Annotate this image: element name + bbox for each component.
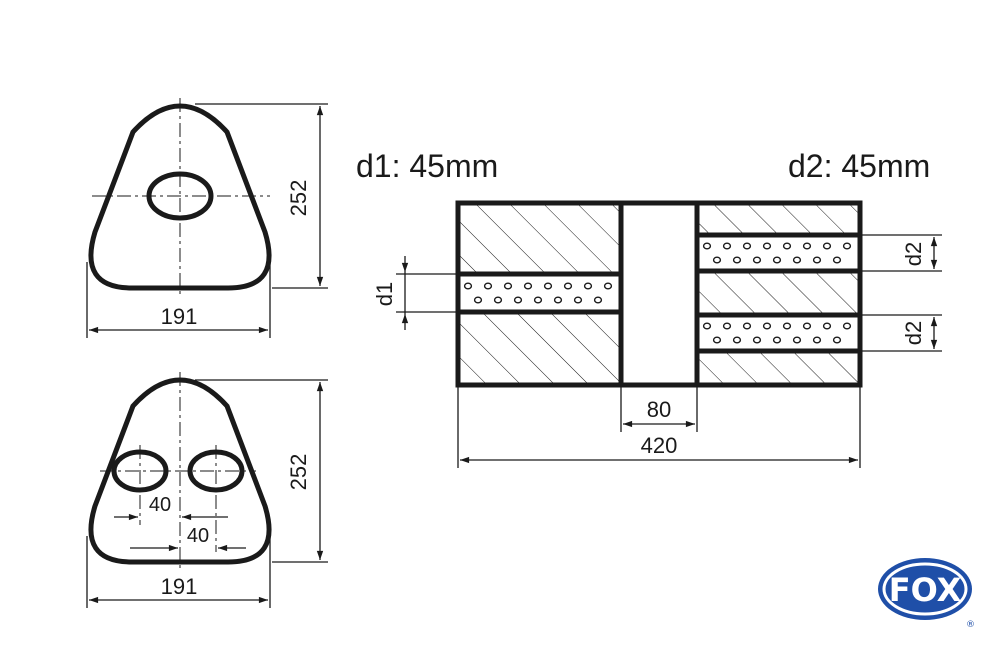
perforation-hole	[752, 256, 762, 264]
perforation-hole	[493, 296, 503, 304]
perforation-hole	[573, 296, 583, 304]
perforation-hole	[503, 282, 513, 290]
perforation-hole	[832, 256, 842, 264]
perforation-hole	[812, 336, 822, 344]
perforation-hole	[702, 322, 712, 330]
fox-logo: FOX ®	[878, 558, 975, 630]
perforation-hole	[742, 242, 752, 250]
perforation-hole	[842, 322, 852, 330]
right-chamber-hatch	[697, 203, 860, 385]
left-perforated-pipe	[458, 274, 621, 312]
perforation-hole	[543, 282, 553, 290]
perforation-hole	[513, 296, 523, 304]
perforation-hole	[822, 322, 832, 330]
center-chamber	[621, 203, 697, 385]
top-view: 252 191	[86, 98, 328, 338]
perforation-hole	[772, 256, 782, 264]
perforation-hole	[603, 282, 613, 290]
top-view-height-label: 252	[286, 180, 311, 217]
right-perforated-pipe-lower	[697, 315, 860, 351]
bottom-view-spacing-h-label: 40	[149, 494, 171, 516]
perforation-hole	[523, 282, 533, 290]
perforation-hole	[722, 242, 732, 250]
perforation-hole	[473, 296, 483, 304]
perforation-hole	[802, 322, 812, 330]
perforation-hole	[792, 256, 802, 264]
perforation-hole	[712, 336, 722, 344]
perforation-hole	[742, 322, 752, 330]
perforation-hole	[483, 282, 493, 290]
perforation-hole	[812, 256, 822, 264]
fox-logo-text: FOX	[889, 571, 962, 609]
perforation-hole	[722, 322, 732, 330]
perforation-hole	[463, 282, 473, 290]
perforation-holes	[463, 242, 852, 344]
perforation-hole	[772, 336, 782, 344]
perforation-hole	[533, 296, 543, 304]
perforation-hole	[593, 296, 603, 304]
bottom-view: 40 40 252 191	[86, 372, 328, 608]
perforation-hole	[563, 282, 573, 290]
perforation-hole	[712, 256, 722, 264]
perforation-hole	[762, 322, 772, 330]
bottom-view-spacing-v-label: 40	[187, 525, 209, 547]
perforation-hole	[732, 256, 742, 264]
perforation-hole	[802, 242, 812, 250]
perforation-hole	[822, 242, 832, 250]
perforation-hole	[702, 242, 712, 250]
perforation-hole	[842, 242, 852, 250]
bottom-view-outline	[88, 377, 272, 565]
muffler-body-outline	[455, 200, 863, 388]
fox-logo-registered: ®	[966, 620, 975, 630]
perforation-hole	[792, 336, 802, 344]
perforation-hole	[762, 242, 772, 250]
top-view-width-label: 191	[161, 304, 198, 329]
side-view: d1: 45mm d2: 45mm d1	[356, 148, 942, 468]
d1-dimension-label: d1	[372, 282, 397, 306]
top-view-outline	[88, 103, 272, 291]
right-perforated-pipe-upper	[697, 235, 860, 271]
perforation-hole	[782, 322, 792, 330]
perforation-hole	[583, 282, 593, 290]
d2-title: d2: 45mm	[788, 148, 930, 184]
length-dimension-label: 420	[641, 433, 678, 458]
fox-logo-badge	[878, 558, 972, 620]
perforation-hole	[782, 242, 792, 250]
perforation-hole	[732, 336, 742, 344]
perforation-hole	[553, 296, 563, 304]
d1-title: d1: 45mm	[356, 148, 498, 184]
bottom-view-width-label: 191	[161, 574, 198, 599]
d2-dimension-label-lower: d2	[901, 321, 926, 345]
chamber-dimension-label: 80	[647, 397, 671, 422]
perforation-hole	[752, 336, 762, 344]
d2-dimension-label-upper: d2	[901, 242, 926, 266]
perforation-hole	[832, 336, 842, 344]
bottom-view-height-label: 252	[286, 454, 311, 491]
